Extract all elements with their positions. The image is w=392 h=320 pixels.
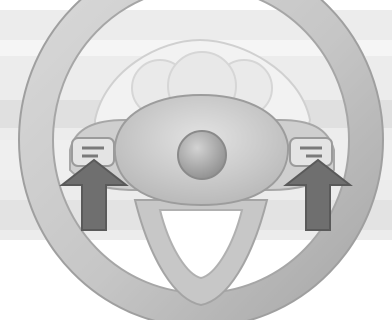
brand-emblem: [178, 131, 226, 179]
right-steering-controls: [290, 138, 332, 166]
